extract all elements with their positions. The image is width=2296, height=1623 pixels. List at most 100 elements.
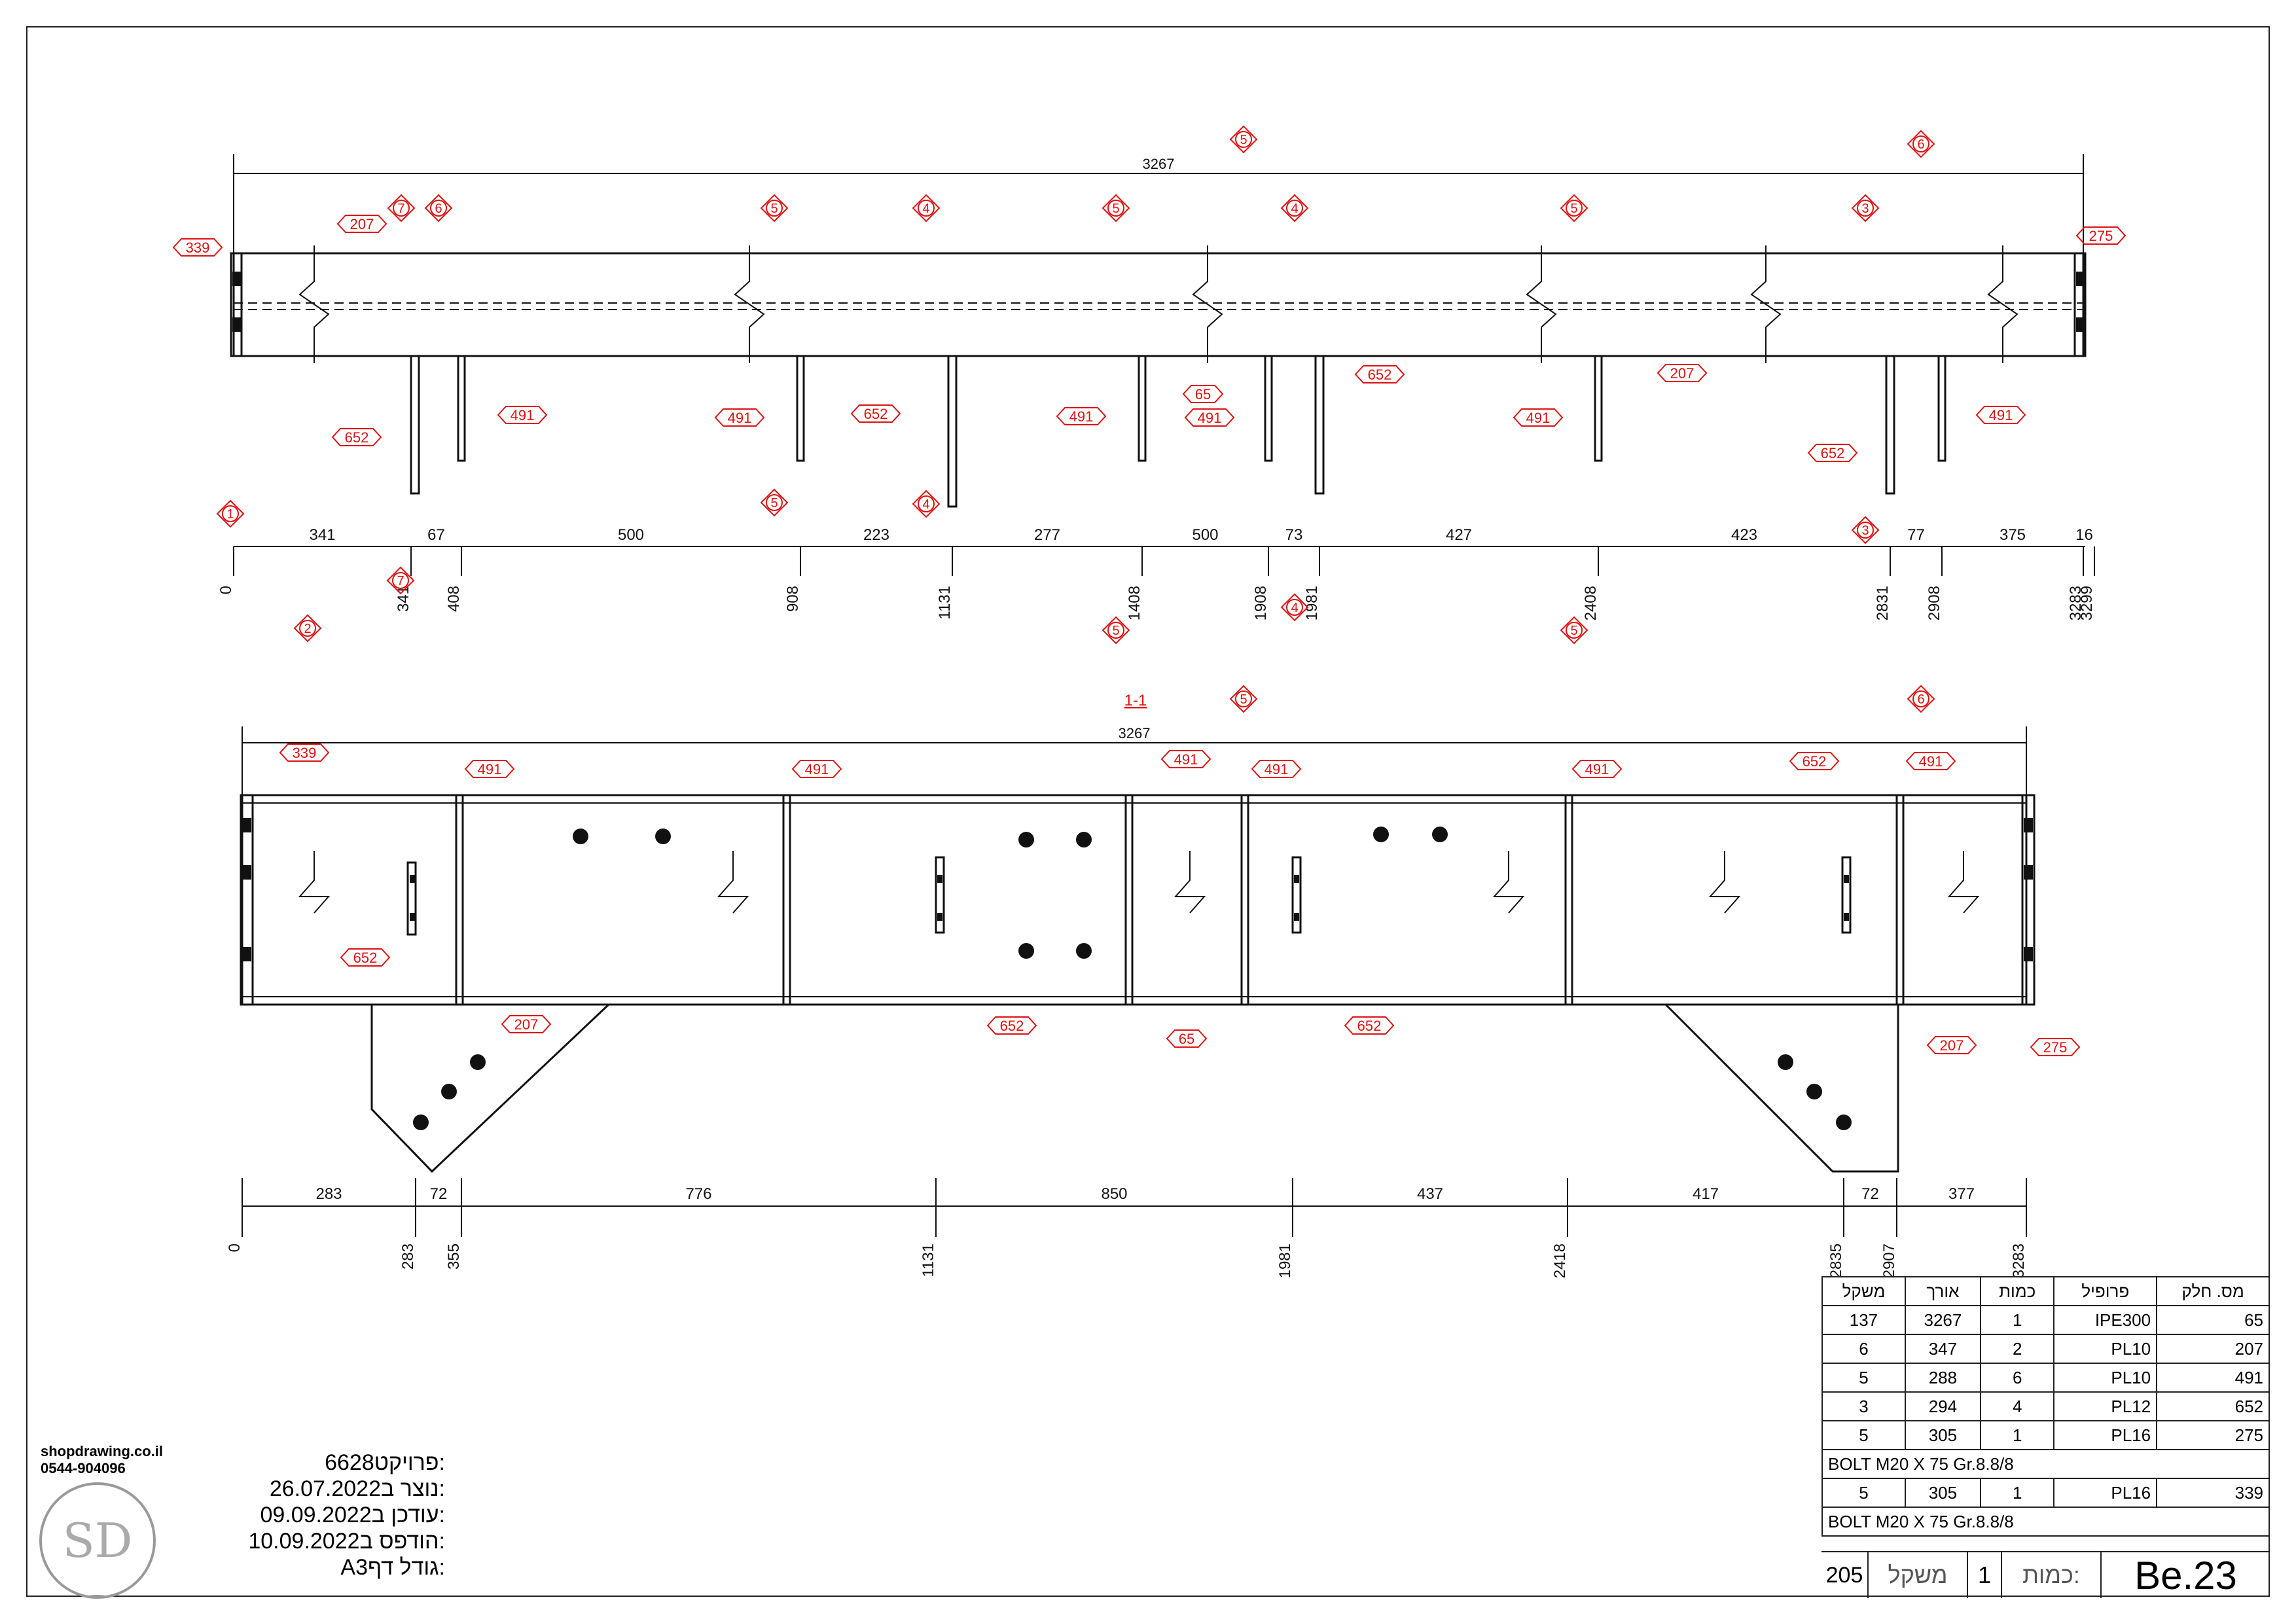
part-tag: 491 <box>1251 760 1302 778</box>
top-segment-dim: 341 <box>309 526 335 544</box>
part-tag: 491 <box>1975 406 2026 424</box>
svg-text:7: 7 <box>397 202 404 216</box>
drawing-frame <box>26 26 2270 1597</box>
title-footer: 205 משקל 1 כמות: Be.23 <box>1821 1551 2270 1598</box>
side-ordinate-dim: 283 <box>399 1243 417 1270</box>
side-segment-dim: 850 <box>1101 1185 1127 1203</box>
part-tag: 339 <box>279 743 330 762</box>
svg-text:4: 4 <box>1291 202 1298 216</box>
svg-text:5: 5 <box>1240 692 1247 707</box>
part-tag: 207 <box>1657 364 1708 382</box>
svg-text:5: 5 <box>1570 202 1577 216</box>
svg-text:1: 1 <box>226 507 234 522</box>
part-tag: 652 <box>1807 444 1858 462</box>
sd-logo-text: SD <box>62 1513 133 1568</box>
parts-table-header: משקל אורך כמות פרופיל מס. חלק <box>1821 1276 2270 1306</box>
quantity-value: 1 <box>1967 1552 2001 1598</box>
top-ordinate-dim: 0 <box>217 586 235 594</box>
part-tag: 491 <box>1571 760 1623 778</box>
side-segment-dim: 72 <box>1861 1185 1879 1203</box>
grid-marker: 5 <box>1560 194 1588 223</box>
meta-project: 6628פרויקט: <box>325 1450 445 1475</box>
part-tag: 491 <box>497 406 548 424</box>
svg-text:207: 207 <box>514 1016 539 1033</box>
side-ordinate-dim: 1131 <box>920 1243 937 1277</box>
side-view-end-bolts <box>242 818 2033 961</box>
top-ordinate-dim: 908 <box>784 586 802 612</box>
svg-text:2: 2 <box>304 622 311 636</box>
svg-text:65: 65 <box>1195 386 1211 402</box>
top-ordinate-dim: 1131 <box>936 586 954 620</box>
grid-marker: 5 <box>1560 616 1588 645</box>
top-segment-dim: 67 <box>427 526 445 544</box>
grid-marker: 7 <box>386 566 415 595</box>
grid-marker: 4 <box>912 490 941 518</box>
title-meta: 6628פרויקט: 26.07.2022נוצר ב: 09.09.2022… <box>196 1450 445 1580</box>
side-ordinate-dim: 2907 <box>1880 1243 1898 1278</box>
grid-marker: 4 <box>912 194 941 223</box>
side-ordinate-dim: 2418 <box>1551 1243 1569 1278</box>
svg-text:491: 491 <box>511 407 535 423</box>
part-tag: 207 <box>1926 1036 1977 1054</box>
svg-text:5: 5 <box>770 496 778 510</box>
svg-text:652: 652 <box>864 406 888 422</box>
grid-marker: 3 <box>1851 194 1880 223</box>
svg-text:491: 491 <box>1585 761 1609 777</box>
grid-marker: 3 <box>1851 516 1880 544</box>
svg-text:339: 339 <box>186 240 210 256</box>
brand-site: shopdrawing.co.il <box>41 1443 164 1459</box>
part-tag: 491 <box>714 408 765 427</box>
svg-text:4: 4 <box>1291 601 1298 615</box>
grid-marker: 5 <box>1102 194 1130 223</box>
grid-marker: 1 <box>216 499 245 528</box>
section-label: 1-1 <box>1124 692 1147 709</box>
svg-text:5: 5 <box>1570 624 1577 638</box>
top-ordinate-dim: 408 <box>445 586 463 612</box>
svg-text:275: 275 <box>2089 228 2113 244</box>
top-segment-dim: 500 <box>618 526 644 544</box>
svg-text:491: 491 <box>1174 751 1198 768</box>
svg-text:6: 6 <box>1917 137 1924 152</box>
svg-text:491: 491 <box>1989 407 2013 423</box>
side-view-bolts <box>410 827 1852 1130</box>
part-tag: 652 <box>850 404 901 423</box>
top-ordinate-dim: 1908 <box>1252 586 1270 620</box>
grid-marker: 5 <box>1102 616 1130 645</box>
top-segment-dim: 223 <box>863 526 889 544</box>
part-tag: 65 <box>1166 1029 1208 1048</box>
top-ordinate-dim: 3283 <box>2067 586 2085 620</box>
side-segment-dim: 437 <box>1417 1185 1443 1203</box>
side-segment-dim: 417 <box>1693 1185 1719 1203</box>
meta-updated: 09.09.2022עודכן ב: <box>260 1503 445 1527</box>
part-tag: 65 <box>1182 385 1224 403</box>
side-ordinate-dim: 1981 <box>1276 1243 1294 1278</box>
top-segment-dim: 427 <box>1446 526 1472 544</box>
side-view-connection-plates <box>406 856 1852 936</box>
part-tag: 491 <box>1160 750 1211 768</box>
svg-text:491: 491 <box>1198 410 1222 426</box>
grid-marker: 2 <box>293 614 322 643</box>
svg-text:339: 339 <box>293 745 317 761</box>
top-ordinate-dim: 2831 <box>1874 586 1892 620</box>
top-segment-dim: 16 <box>2075 526 2093 544</box>
svg-text:652: 652 <box>1000 1018 1024 1034</box>
grid-marker: 4 <box>1280 194 1309 223</box>
svg-text:491: 491 <box>1069 408 1094 425</box>
part-tag: 491 <box>1905 752 1956 770</box>
svg-text:207: 207 <box>1670 365 1695 382</box>
meta-printed: 10.09.2022הודפס ב: <box>248 1529 445 1554</box>
svg-text:5: 5 <box>1112 624 1119 638</box>
svg-text:652: 652 <box>1368 366 1392 383</box>
part-tag: 652 <box>1354 365 1405 383</box>
side-view-breaklines <box>298 851 1980 914</box>
top-segment-dim: 73 <box>1285 526 1303 544</box>
side-segment-dim: 283 <box>315 1185 342 1203</box>
svg-text:491: 491 <box>728 410 752 426</box>
svg-text:4: 4 <box>922 202 929 216</box>
top-segment-dim: 375 <box>2000 526 2026 544</box>
